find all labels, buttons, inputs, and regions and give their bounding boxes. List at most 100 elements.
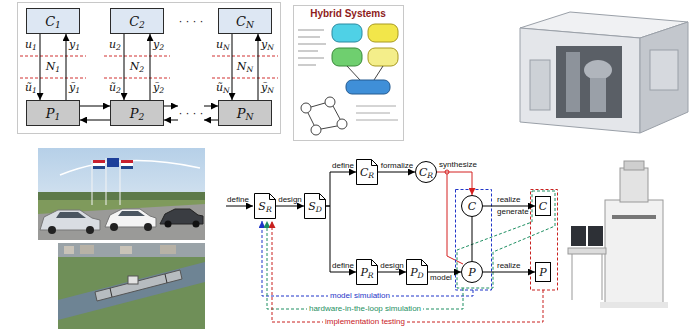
car-platoon-photo-part [38,204,205,240]
edge-label: realize [497,196,521,204]
machine-render-part [520,28,640,133]
edge-label: synthesize [439,161,477,169]
hybrid-systems-slide-part [325,97,335,107]
edge-label: design [380,262,404,270]
hybrid-systems-slide-part [294,6,404,141]
car-platoon-photo-part [93,166,105,169]
loop-label: implementation testing [323,318,407,326]
microscope-render-part [605,200,663,304]
node-label: PD [410,267,424,278]
flow-decoration-part [262,221,473,296]
microscope-render-part [612,215,656,219]
hybrid-systems-slide-part [368,48,398,66]
car-platoon-photo-part [118,211,145,216]
node-label: SR [258,201,271,212]
signal-label: ũN [216,82,230,93]
microscope-render-part [602,254,603,300]
block-diagram-frame-part [104,78,170,79]
controller-box: C1 [26,8,80,34]
connector [276,206,304,207]
hybrid-systems-slide-part [332,48,362,66]
car-platoon-photo-part [93,163,105,166]
machine-render-part [640,22,688,133]
block-diagram-frame-part [204,106,218,107]
microscope-render-part [624,161,644,170]
node-label: P1 [46,107,61,120]
model-circle: P [461,261,483,283]
hybrid-systems-slide-part [346,80,390,94]
node-label: P [468,267,475,278]
hybrid-systems-slide-part [311,125,321,135]
connector [80,120,110,121]
machine-render-part [650,50,678,90]
connector [232,34,233,100]
signal-label: y1 [69,39,80,50]
ellipsis-dots: · · · · [179,16,203,27]
hybrid-systems-slide-part [356,120,398,121]
node-label: P [539,267,546,278]
signal-label: ỹ2 [153,82,164,93]
machine-render [520,12,688,133]
car-platoon-photo-part [60,160,200,175]
car-platoon-photo-part [38,148,205,240]
microscope-render-part [571,226,586,246]
lock-aerial-photo-part [128,276,138,284]
edge-label: model [430,274,452,282]
edge-label: define [332,262,354,270]
system-box: C [535,196,551,216]
loop-label: hardware-in-the-loop simulation [307,305,423,313]
edge-label: design [278,196,302,204]
hybrid-systems-slide-part [356,113,390,114]
microscope-render-part [588,226,603,246]
node-label: CR [360,167,374,178]
document-node: PD [406,259,428,285]
hybrid-systems-slide-part [308,113,314,125]
signal-label: y2 [153,39,164,50]
lock-aerial-photo-part [160,245,176,254]
hybrid-systems-slide-part [337,119,347,129]
lock-aerial-photo-part [110,288,112,297]
connector [378,172,415,173]
connector [258,34,259,100]
car-platoon-photo-part [121,160,133,163]
car-platoon-photo-part [56,212,86,218]
hybrid-systems-slide-part [301,103,311,113]
machine-render-part [556,46,622,118]
plant-box: P2 [110,100,164,126]
slide-title: Hybrid Systems [310,9,386,19]
document-outline [305,194,326,219]
lock-aerial-photo-part [95,270,182,301]
car-platoon-photo-part [106,158,107,205]
lock-aerial-photo-part [64,246,74,254]
signal-label: ũ1 [25,82,37,93]
model-circle: C [461,195,483,217]
car-platoon-photo-part [193,221,200,228]
flow-decoration-part [531,190,558,291]
signal-label: yN [261,39,274,50]
plant-box: PN [218,100,272,126]
block-diagram-frame-part [164,106,178,107]
block-diagram-frame-part [104,56,170,57]
block-diagram-frame-part [164,120,178,121]
flow-decoration-part [226,206,253,207]
signal-label: ỹN [261,82,274,93]
document-node: SR [254,193,276,219]
hybrid-systems-slide-part [332,24,362,42]
ellipsis-dots: · · · · [179,108,203,119]
model-circle: CR [415,161,437,183]
document-outline [357,160,378,185]
document-node: SD [304,193,326,219]
node-label: CR [419,167,433,178]
microscope-render-part [620,168,648,202]
connector [124,34,125,100]
document-outline [255,194,276,219]
hybrid-systems-slide-part [374,66,383,80]
car-platoon-photo-part [121,163,133,166]
loop-label: model simulation [328,292,392,300]
hybrid-systems-slide-part [368,24,398,42]
flow-label: generate [497,208,529,216]
hybrid-systems-slide-part [321,126,337,129]
car-platoon-photo-part [121,166,133,169]
connector [378,272,406,273]
document-node: PR [356,259,378,285]
